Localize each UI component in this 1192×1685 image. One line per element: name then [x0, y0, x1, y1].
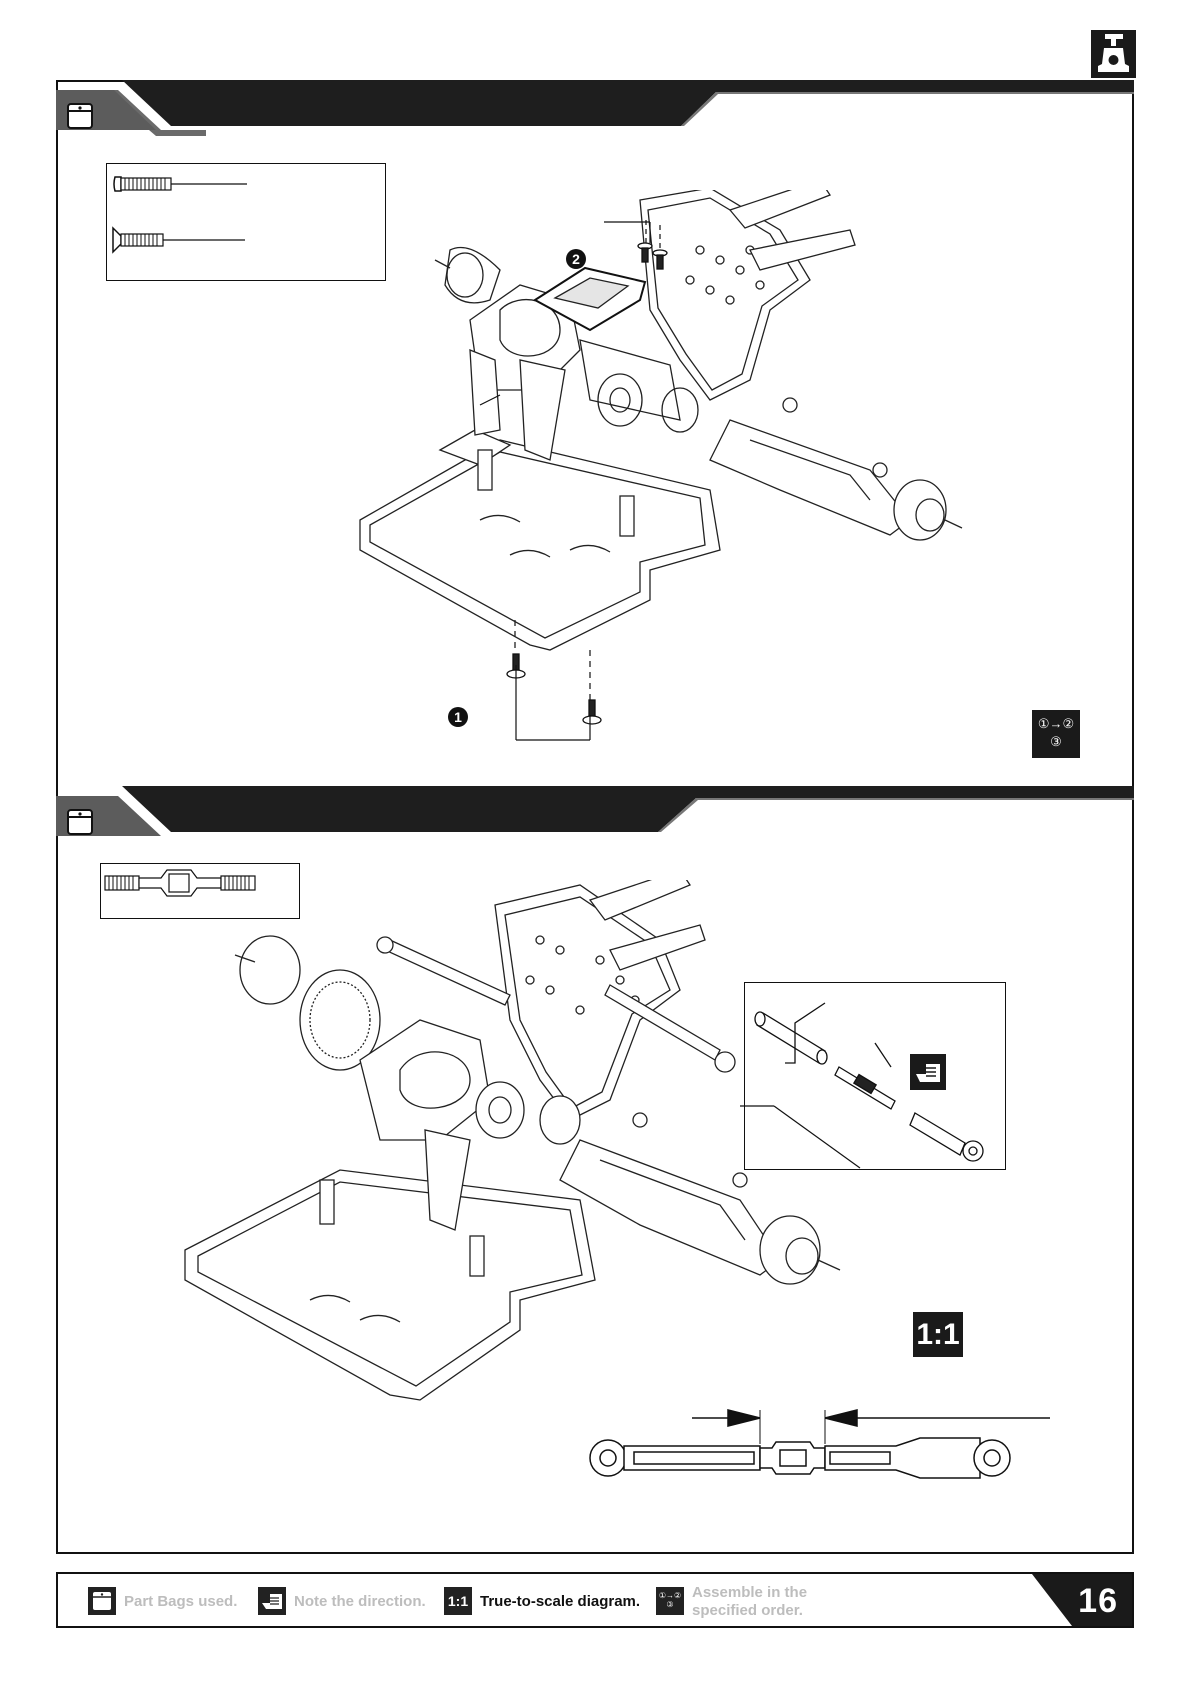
hand-pointer-icon	[910, 1054, 946, 1090]
step-1-banner	[56, 80, 1134, 142]
page-number-badge: 16	[1032, 1574, 1132, 1626]
part-bag-icon	[66, 102, 94, 130]
legend-note-direction: Note the direction.	[258, 1584, 426, 1618]
legend-true-scale-text: True-to-scale diagram.	[480, 1594, 640, 1609]
order-icon: ①→② ③	[656, 1587, 684, 1615]
legend-part-bags: Part Bags used.	[88, 1584, 237, 1618]
step-1-parts-box	[106, 163, 386, 281]
hand-pointer-icon	[258, 1587, 286, 1615]
step-1-callout-2: 2	[566, 249, 586, 269]
car-corner-icon	[1091, 30, 1136, 78]
legend-part-bags-text: Part Bags used.	[124, 1594, 237, 1609]
step-1-callout-1: 1	[448, 707, 468, 727]
page-number: 16	[1078, 1582, 1118, 1621]
part-bag-icon	[88, 1587, 116, 1615]
order-icon: ①→② ③	[1032, 710, 1080, 758]
legend-bar: Part Bags used. Note the direction. 1:1 …	[56, 1572, 1134, 1628]
step-2-banner	[56, 786, 1134, 848]
legend-true-scale: 1:1 True-to-scale diagram.	[444, 1584, 640, 1618]
legend-note-direction-text: Note the direction.	[294, 1594, 426, 1609]
legend-assemble-order: ①→② ③ Assemble in the specified order.	[656, 1584, 807, 1618]
legend-assemble-line-2: specified order.	[692, 1603, 807, 1618]
part-bag-icon	[66, 808, 94, 836]
true-scale-icon: 1:1	[444, 1587, 472, 1615]
true-scale-turnbuckle-drawing	[580, 1402, 1050, 1502]
step-1-leader-lines	[470, 215, 670, 755]
legend-assemble-line-1: Assemble in the	[692, 1585, 807, 1600]
step-2-inset-leader	[730, 1100, 870, 1200]
true-scale-icon: 1:1	[913, 1312, 963, 1357]
